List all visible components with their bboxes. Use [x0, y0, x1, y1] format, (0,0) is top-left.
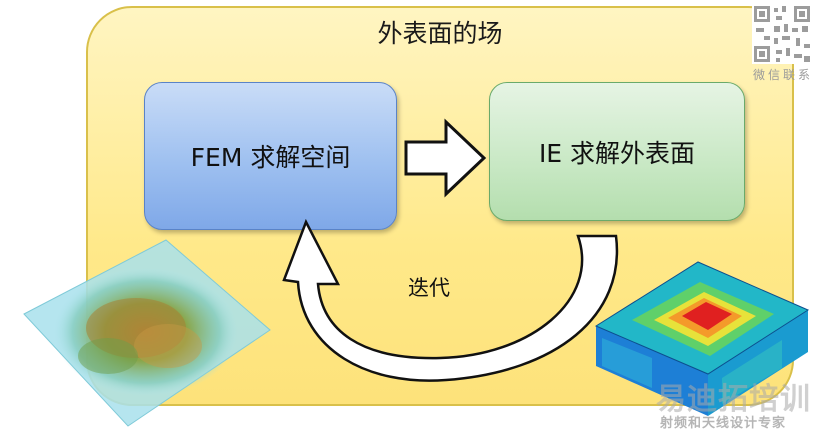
- ie-surface-field-image: [594, 261, 810, 416]
- block-arrow-right-icon: [404, 118, 487, 198]
- ie-solve-box: IE 求解外表面: [489, 82, 745, 221]
- qr-caption: 微信联系: [752, 68, 813, 82]
- fem-solve-box: FEM 求解空间: [144, 82, 397, 230]
- watermark-tagline: 射频和天线设计专家: [660, 416, 787, 431]
- ie-solve-label: IE 求解外表面: [538, 138, 696, 168]
- fem-field-volume-image: [23, 239, 271, 427]
- watermark-brand: 易迪拓培训: [656, 382, 811, 417]
- iteration-label: 迭代: [408, 276, 450, 300]
- panel-title: 外表面的场: [377, 19, 503, 48]
- qr-code-image: [752, 4, 812, 64]
- fem-solve-label: FEM 求解空间: [190, 143, 351, 172]
